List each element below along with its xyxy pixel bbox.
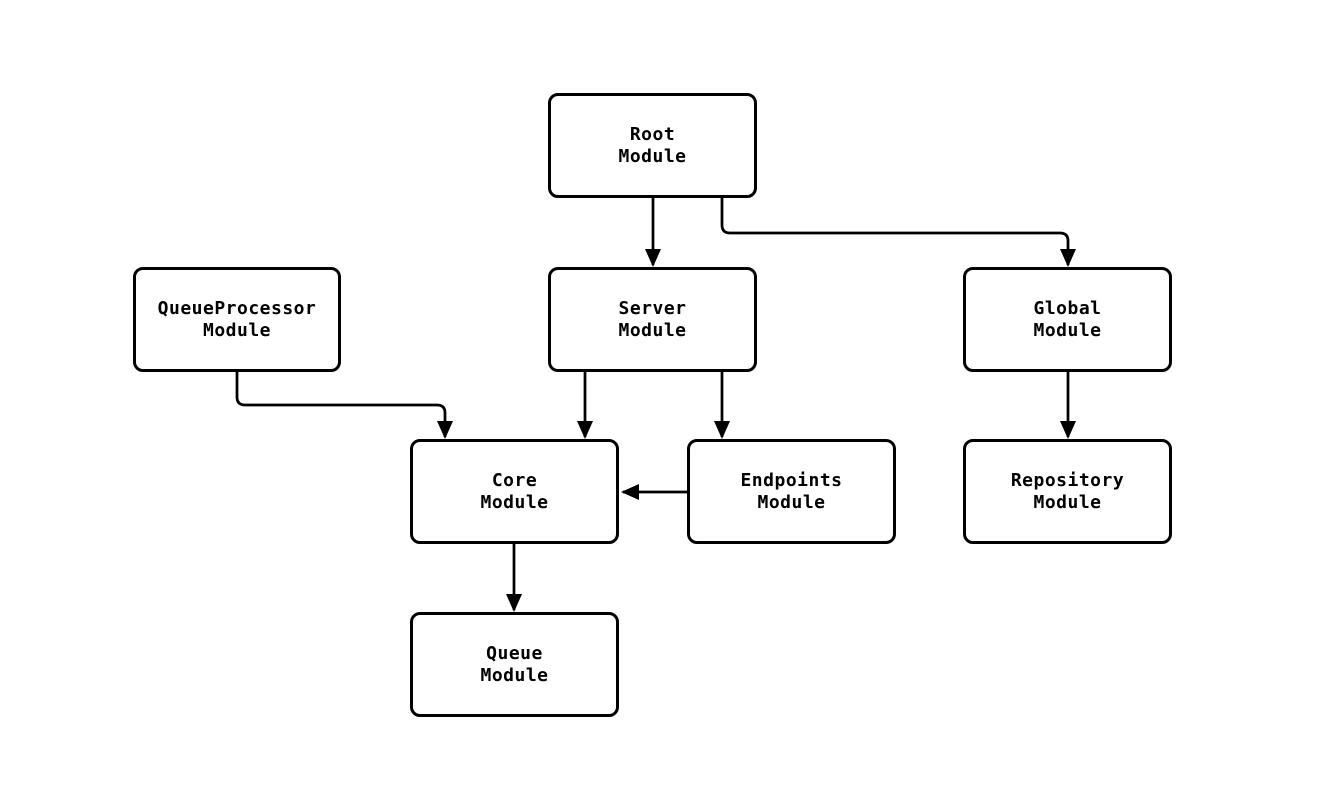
node-label-line: Server bbox=[618, 297, 687, 319]
node-label-line: Endpoints bbox=[740, 469, 843, 491]
node-label-line: Module bbox=[618, 319, 687, 341]
edge-root-module-to-global-module bbox=[720, 198, 1076, 267]
node-label-line: Module bbox=[1033, 319, 1102, 341]
node-label-line: Queue bbox=[486, 642, 543, 664]
node-label-line: Repository bbox=[1010, 469, 1125, 491]
node-label-line: Module bbox=[1033, 491, 1102, 513]
node-label-line: Module bbox=[480, 664, 549, 686]
node-label-line: QueueProcessor bbox=[157, 297, 317, 319]
node-label-line: Global bbox=[1033, 297, 1102, 319]
node-label-line: Module bbox=[202, 319, 272, 341]
node-label-line: Module bbox=[480, 491, 549, 513]
edge-queueprocessor-module-to-core-module bbox=[235, 372, 453, 439]
node-label-line: Root bbox=[629, 123, 676, 145]
node-label-line: Module bbox=[757, 491, 826, 513]
node-label-line: Core bbox=[491, 469, 538, 491]
node-label-line: Module bbox=[618, 145, 687, 167]
